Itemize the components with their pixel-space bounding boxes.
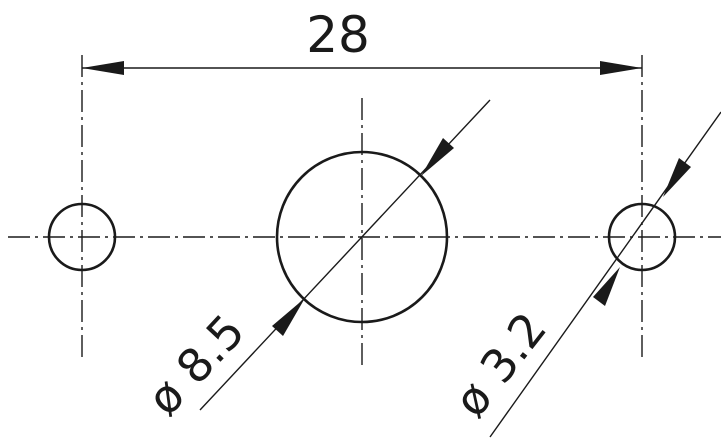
spacing-dimension: 28 — [82, 6, 642, 75]
spacing-arrow-right — [600, 61, 642, 75]
small-diameter-leader-line — [489, 111, 721, 438]
center-large-hole — [275, 150, 449, 324]
spacing-arrow-left — [82, 61, 124, 75]
small-diameter-arrow-upper — [663, 158, 691, 197]
large-hole-diameter-dimension: ø 8.5 — [137, 99, 491, 426]
large-diameter-arrow-lower — [272, 298, 305, 336]
small-diameter-arrow-lower — [593, 267, 620, 306]
left-small-hole — [47, 202, 117, 272]
spacing-dimension-label: 28 — [306, 6, 370, 64]
centerlines — [8, 55, 721, 365]
small-diameter-label: ø 3.2 — [443, 302, 557, 427]
small-hole-diameter-dimension: ø 3.2 — [443, 111, 721, 438]
right-small-hole — [607, 202, 677, 272]
large-diameter-arrow-upper — [421, 138, 454, 176]
large-diameter-label: ø 8.5 — [137, 304, 256, 426]
holes — [47, 150, 677, 324]
